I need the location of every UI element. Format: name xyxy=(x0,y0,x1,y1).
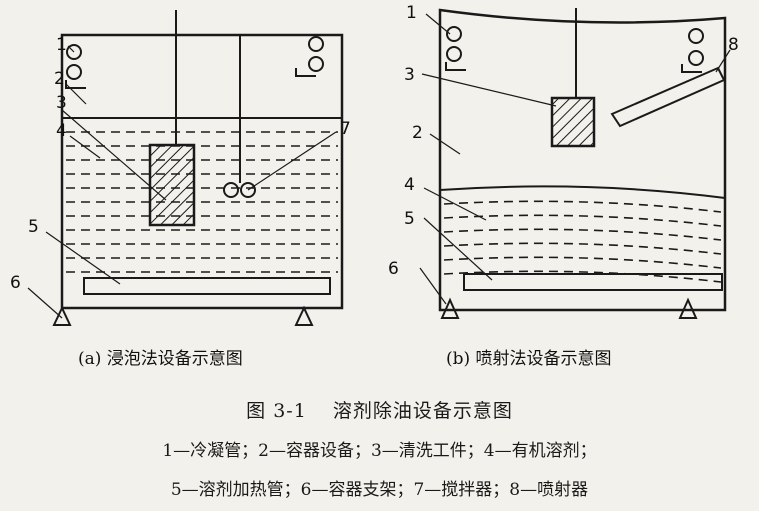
leader-lines-b xyxy=(419,13,731,305)
caption-b: (b) 喷射法设备示意图 xyxy=(446,349,612,369)
tank-b xyxy=(438,8,727,312)
stand-right-b xyxy=(678,297,698,319)
condenser-coil-right-b xyxy=(681,28,704,73)
label-b-5: 5 xyxy=(404,209,415,229)
label-a-3: 3 xyxy=(56,93,67,113)
stand-left-a xyxy=(52,305,72,326)
heating-tube-a xyxy=(83,277,331,295)
equipment-diagram: 1 2 3 4 5 7 6 xyxy=(10,3,739,326)
label-a-4: 4 xyxy=(56,121,67,141)
leader-lines-a xyxy=(27,45,337,319)
label-b-2: 2 xyxy=(412,123,423,143)
sprayer-b xyxy=(610,66,726,128)
legend-line-1: 1—冷凝管；2—容器设备；3—清洗工件；4—有机溶剂； xyxy=(162,441,597,461)
label-b-4: 4 xyxy=(404,175,415,195)
condenser-coil-left-b xyxy=(445,26,466,71)
label-a-5: 5 xyxy=(28,217,39,237)
figure-number: 图 3-1 xyxy=(246,400,307,422)
label-a-2: 2 xyxy=(54,69,65,89)
stand-right-a xyxy=(294,305,314,326)
panel-a-immersion xyxy=(27,10,344,326)
labels-b: 1 3 2 4 5 6 8 xyxy=(388,3,739,279)
label-a-1: 1 xyxy=(56,35,67,55)
label-a-6: 6 xyxy=(10,273,21,293)
workpiece-b xyxy=(550,96,596,148)
legend-line-2: 5—溶剂加热管；6—容器支架；7—搅拌器；8—喷射器 xyxy=(170,480,589,500)
stirrer-a xyxy=(223,182,239,198)
workpiece-a xyxy=(148,143,196,227)
heating-tube-b xyxy=(463,273,723,291)
figure-title-text: 溶剂除油设备示意图 xyxy=(332,400,513,422)
tank-a xyxy=(60,33,344,310)
liquid-surface-b xyxy=(439,185,726,199)
label-b-6: 6 xyxy=(388,259,399,279)
condenser-coil-right-a xyxy=(295,36,324,77)
condenser-coil-left-a xyxy=(65,44,86,89)
figure-title: 图 3-1 溶剂除油设备示意图 xyxy=(0,396,759,423)
caption-a: (a) 浸泡法设备示意图 xyxy=(78,349,243,369)
label-a-7: 7 xyxy=(340,119,351,139)
solvent-dashes-b xyxy=(443,200,722,283)
solvent-dashes-a xyxy=(66,131,338,273)
labels-a: 1 2 3 4 5 7 6 xyxy=(10,35,351,293)
label-b-3: 3 xyxy=(404,65,415,85)
label-b-1: 1 xyxy=(406,3,417,23)
stand-left-b xyxy=(440,297,460,319)
label-b-8: 8 xyxy=(728,35,739,55)
panel-b-spray xyxy=(419,8,731,319)
